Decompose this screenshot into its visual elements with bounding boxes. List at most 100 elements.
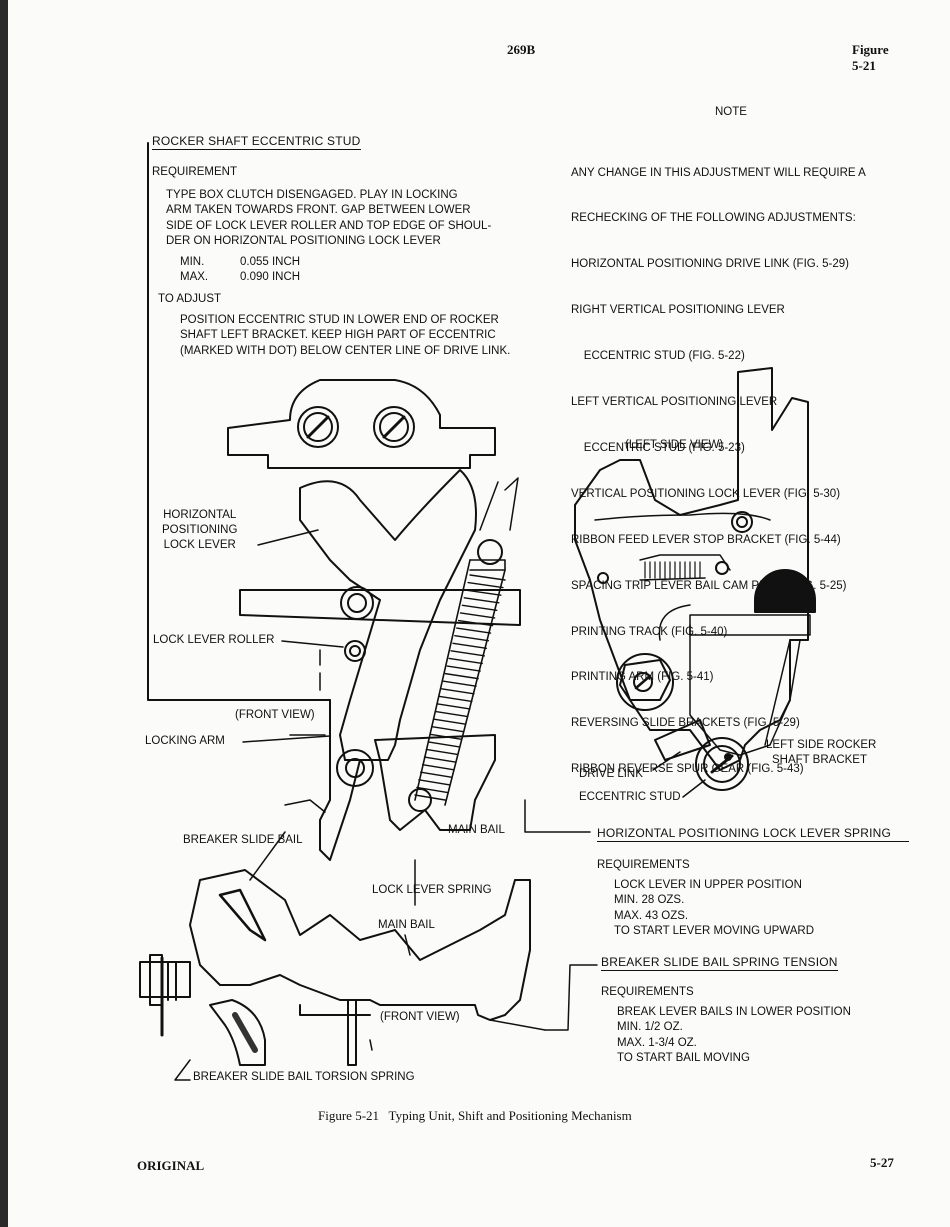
spring-coil — [438, 695, 473, 703]
spring-requirements: LOCK LEVER IN UPPER POSITION MIN. 28 OZS… — [614, 878, 814, 939]
note-line: RIGHT VERTICAL POSITIONING LEVER — [571, 304, 785, 317]
adjust-heading: TO ADJUST — [158, 293, 222, 305]
lock-lever-nut — [340, 586, 374, 620]
note-line: HORIZONTAL POSITIONING DRIVE LINK (FIG. … — [571, 258, 849, 271]
screw-left — [297, 406, 339, 448]
rocker-shaft-callout-bracket — [147, 142, 331, 701]
max-value: 0.090 INCH — [240, 271, 301, 283]
footer-page-number: 5-27 — [870, 1155, 894, 1170]
spring-line: MIN. 28 OZS. — [614, 894, 685, 907]
spring-coil — [418, 779, 450, 786]
spring-coil — [454, 634, 490, 642]
spring-coil — [442, 680, 477, 687]
rocker-shaft-title: ROCKER SHAFT ECCENTRIC STUD — [152, 134, 361, 150]
note-line: RIBBON FEED LEVER STOP BRACKET (FIG. 5-4… — [571, 533, 841, 546]
note-line: VERTICAL POSITIONING LOCK LEVER (FIG. 5-… — [571, 487, 841, 500]
requirement-line: DER ON HORIZONTAL POSITIONING LOCK LEVER — [166, 234, 441, 247]
label-main-bail-1: MAIN BAIL — [448, 824, 505, 836]
label-drive-link: DRIVE LINK — [579, 768, 643, 780]
spring-coil — [433, 718, 467, 725]
locking-arm — [319, 699, 361, 861]
spring-line: LOCK LEVER IN UPPER POSITION — [614, 879, 802, 891]
note-line: ECCENTRIC STUD (FIG. 5-22) — [571, 350, 745, 363]
spring-line: MAX. 43 OZS. — [614, 909, 689, 922]
label-lock-lever-roller: LOCK LEVER ROLLER — [153, 634, 275, 646]
spring-coil — [467, 581, 504, 589]
spring-coil — [419, 771, 452, 778]
adjust-line: (MARKED WITH DOT) BELOW CENTER LINE OF D… — [180, 344, 511, 357]
locking-arm-pivot — [336, 749, 374, 787]
spring-coil — [427, 741, 461, 748]
adjust-line: POSITION ECCENTRIC STUD IN LOWER END OF … — [180, 314, 499, 326]
min-label: MIN. — [180, 256, 205, 268]
adjust-line: SHAFT LEFT BRACKET. KEEP HIGH PART OF EC… — [180, 329, 496, 342]
label-line: LEFT SIDE ROCKER — [766, 739, 877, 751]
note-line: RECHECKING OF THE FOLLOWING ADJUSTMENTS: — [571, 212, 856, 225]
spring-requirements-heading: REQUIREMENTS — [597, 859, 690, 871]
side-bracket-outline — [574, 367, 809, 771]
main-plate — [374, 734, 496, 831]
side-screw — [731, 511, 753, 533]
spring-coil — [423, 756, 457, 763]
spring-hook-top — [477, 539, 503, 565]
spring-coil — [459, 612, 496, 619]
note-line: PRINTING TRACK (FIG. 5-40) — [571, 625, 728, 638]
spring-coil — [461, 604, 498, 612]
black-roller — [754, 569, 816, 613]
label-locking-arm: LOCKING ARM — [145, 735, 225, 747]
requirement-text: TYPE BOX CLUTCH DISENGAGED. PLAY IN LOCK… — [166, 188, 546, 249]
spring-coil — [446, 665, 481, 672]
spring-coil — [425, 748, 459, 756]
label-front-view-2: (FRONT VIEW) — [380, 1011, 460, 1023]
eccentric-stud-outer — [695, 737, 749, 791]
spring-section-title: HORIZONTAL POSITIONING LOCK LEVER SPRING — [597, 826, 909, 842]
top-clamp — [227, 379, 496, 469]
spring-line: TO START LEVER MOVING UPWARD — [614, 924, 815, 937]
bail-line: TO START BAIL MOVING — [617, 1051, 750, 1064]
drive-link — [654, 719, 711, 761]
requirement-heading: REQUIREMENT — [152, 166, 237, 178]
requirement-line: SIDE OF LOCK LEVER ROLLER AND TOP EDGE O… — [166, 219, 492, 232]
side-pivot-hole — [597, 572, 609, 584]
label-left-side-view: (LEFT SIDE VIEW) — [625, 439, 724, 451]
bail-requirements: BREAK LEVER BAILS IN LOWER POSITION MIN.… — [617, 1005, 851, 1066]
label-left-side-rocker-shaft-bracket: LEFT SIDE ROCKER SHAFT BRACKET — [766, 738, 876, 768]
spring-coil — [448, 657, 483, 665]
note-line: LEFT VERTICAL POSITIONING LEVER — [571, 396, 778, 409]
spring-coil — [444, 672, 479, 680]
spring-coil — [440, 688, 475, 695]
label-main-bail-2: MAIN BAIL — [378, 919, 435, 931]
note-title: NOTE — [715, 106, 747, 118]
spring-coil — [421, 763, 454, 771]
spring-coil — [457, 619, 494, 627]
adjust-text: POSITION ECCENTRIC STUD IN LOWER END OF … — [180, 313, 550, 359]
label-eccentric-stud: ECCENTRIC STUD — [579, 791, 681, 803]
note-line: ANY CHANGE IN THIS ADJUSTMENT WILL REQUI… — [571, 166, 866, 179]
spring-coil — [469, 574, 506, 581]
spring-coil — [452, 642, 488, 649]
max-label: MAX. — [180, 271, 209, 283]
min-row: MIN.0.055 INCH — [180, 255, 300, 270]
label-line: SHAFT BRACKET — [772, 754, 867, 766]
figure-label: Figure — [852, 42, 889, 57]
requirement-line: TYPE BOX CLUTCH DISENGAGED. PLAY IN LOCK… — [166, 189, 458, 201]
plate-bar — [239, 589, 521, 626]
spring-coil — [435, 710, 469, 718]
requirement-line: ARM TAKEN TOWARDS FRONT. GAP BETWEEN LOW… — [166, 204, 471, 217]
spring-coil — [456, 627, 492, 634]
label-line: HORIZONTAL — [163, 509, 237, 521]
label-line: POSITIONING — [162, 524, 238, 536]
spring-coil — [431, 726, 465, 733]
side-nut-outer — [616, 653, 674, 711]
label-horizontal-positioning-lock-lever: HORIZONTAL POSITIONING LOCK LEVER — [162, 508, 237, 553]
spring-coil — [465, 589, 502, 596]
bail-line: BREAK LEVER BAILS IN LOWER POSITION — [617, 1006, 851, 1018]
breaker-slide-bail-body — [189, 869, 531, 1021]
label-line: LOCK LEVER — [163, 539, 236, 551]
spring-coil — [463, 597, 500, 604]
bail-section-title: BREAKER SLIDE BAIL SPRING TENSION — [601, 955, 838, 971]
bail-requirements-heading: REQUIREMENTS — [601, 986, 694, 998]
label-front-view-1: (FRONT VIEW) — [235, 709, 315, 721]
spring-coil — [429, 733, 463, 741]
